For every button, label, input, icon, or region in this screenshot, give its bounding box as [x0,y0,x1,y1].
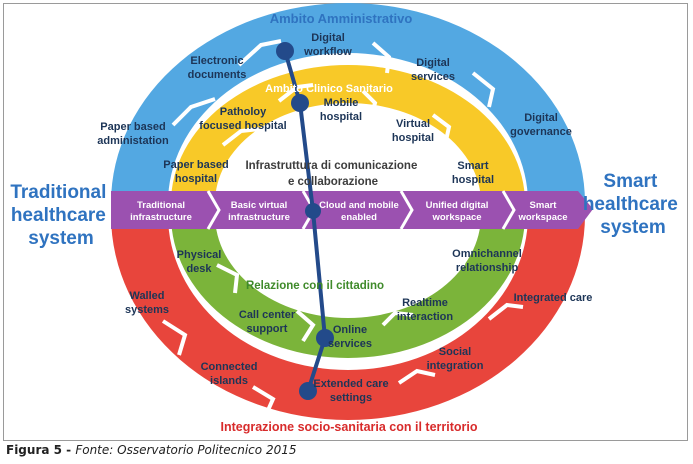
red-item-5: Integrated care [514,292,593,304]
right-title: Smart healthcare system [583,171,683,238]
left-title: Traditional healthcare system [10,182,111,249]
path-dot-online-services [316,329,334,347]
ring-title-administrative: Ambito Amministrativo [270,11,413,26]
ring-title-citizen: Relazione con il cittadino [246,280,384,292]
ring-title-infrastructure: Infrastruttura di comunicazione e collab… [245,160,420,188]
path-dot-mobile-hospital [291,94,309,112]
smart-healthcare-diagram: Traditional healthcare system Smart heal… [10,3,683,434]
territory-ring [111,215,585,420]
administrative-ring [111,3,585,203]
path-dot-digital-workflow [276,42,294,60]
caption-label: Figura 5 - [6,443,76,457]
figure-caption: Figura 5 - Fonte: Osservatorio Politecni… [6,443,296,457]
infrastructure-band [111,191,593,229]
ring-title-clinical: Ambito Clinico Sanitario [265,83,393,95]
path-dot-extended-care [299,382,317,400]
citizen-ring [171,215,525,358]
caption-source: Fonte: Osservatorio Politecnico 2015 [75,443,297,457]
ring-title-territory: Integrazione socio-sanitaria con il terr… [221,420,478,434]
path-dot-cloud-mobile [305,203,321,219]
clinical-ring [171,65,525,203]
